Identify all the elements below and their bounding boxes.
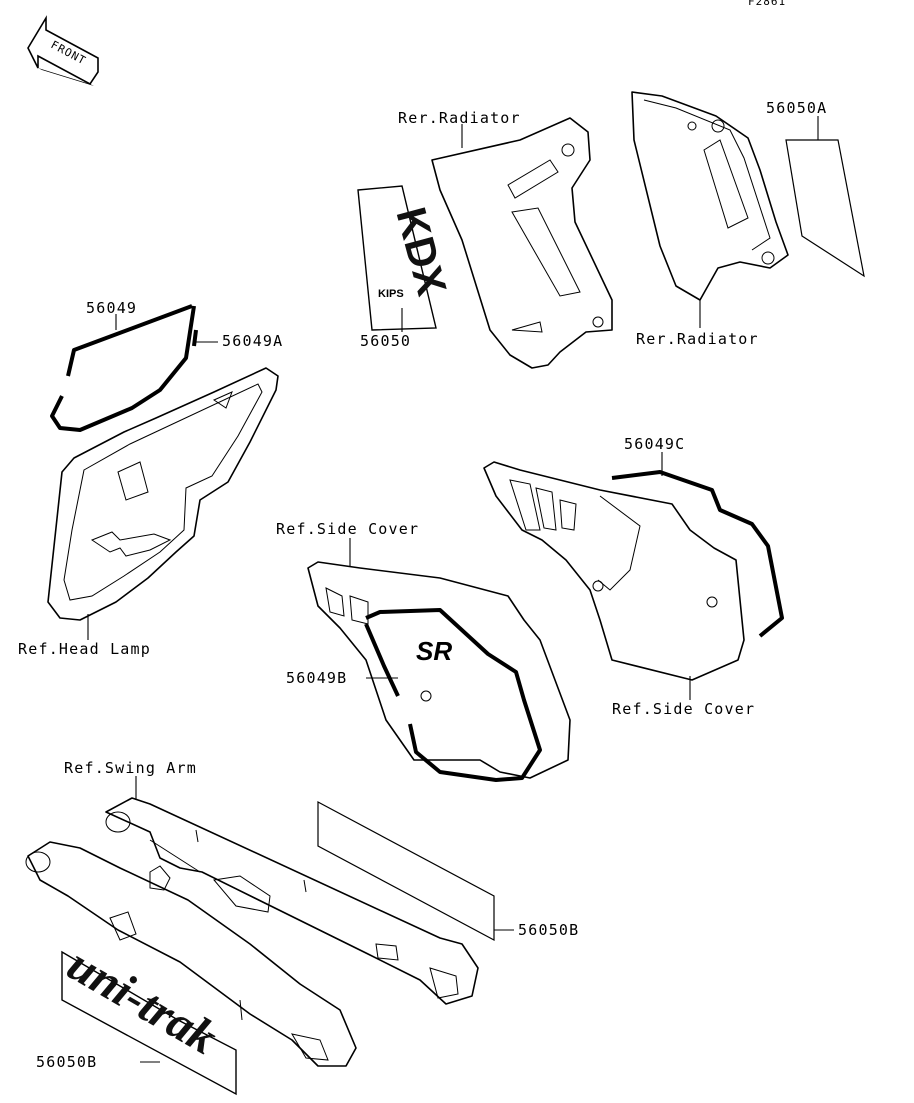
label-56049: 56049 [86, 299, 137, 317]
label-56050b-bottom: 56050B [36, 1053, 97, 1071]
leader-lines [87, 116, 819, 1063]
side-cover-left: SR [307, 561, 571, 782]
label-56049c: 56049C [624, 435, 685, 453]
kdx-decal: KDX KIPS [357, 185, 456, 331]
label-56049a: 56049A [222, 332, 283, 350]
decal-56050b-plain [317, 800, 495, 942]
label-56049b: 56049B [286, 669, 347, 687]
swing-arm [25, 797, 479, 1067]
head-lamp-cover [47, 367, 279, 621]
label-rer-radiator-top: Rer.Radiator [398, 109, 521, 127]
label-ref-head-lamp: Ref.Head Lamp [18, 640, 151, 658]
label-ref-swing-arm: Ref.Swing Arm [64, 759, 197, 777]
label-56050b-right: 56050B [518, 921, 579, 939]
label-ref-side-cover-left: Ref.Side Cover [276, 520, 419, 538]
label-ref-side-cover-right: Ref.Side Cover [612, 700, 755, 718]
figure-code: F2861 [748, 0, 786, 8]
sr-decal-text: SR [416, 636, 452, 666]
rear-radiator-shroud-left [431, 117, 613, 369]
decal-56050a [785, 139, 865, 278]
rear-radiator-shroud-right [631, 91, 789, 301]
label-56050: 56050 [360, 332, 411, 350]
decal-56049 [50, 304, 198, 432]
side-cover-right [483, 461, 784, 681]
front-arrow-icon: FRONT [27, 15, 99, 86]
kips-decal-text: KIPS [378, 288, 404, 300]
label-rer-radiator-right: Rer.Radiator [636, 330, 759, 348]
label-56050a: 56050A [766, 99, 827, 117]
